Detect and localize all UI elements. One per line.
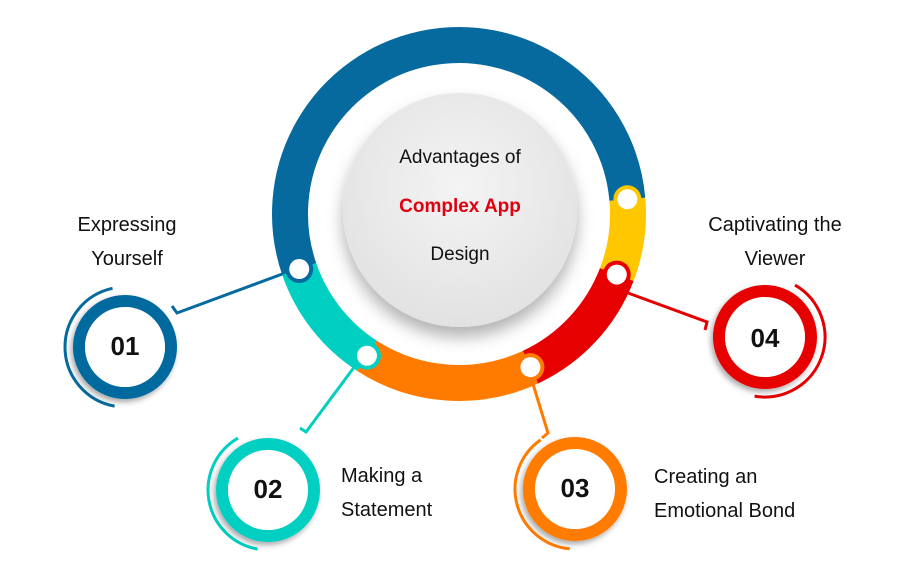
badge-inner <box>725 297 805 377</box>
number-badges <box>63 283 827 551</box>
connector-02 <box>299 365 357 435</box>
item-label-02: Making a Statement <box>341 465 433 521</box>
badge-number-03: 03 <box>560 473 590 503</box>
badge-inner <box>85 307 165 387</box>
badge-03 <box>513 437 627 551</box>
ring-segment-orange <box>357 340 539 401</box>
ring-dots <box>285 185 642 382</box>
badge-outer-arc <box>513 438 570 551</box>
badge-ring <box>523 437 627 541</box>
badge-ring <box>713 285 817 389</box>
item-label-03: Creating an Emotional Bond <box>654 466 796 522</box>
badge-ring <box>216 438 320 542</box>
connector-03 <box>531 383 550 440</box>
badge-outer-arc <box>206 436 258 551</box>
badge-01 <box>63 286 177 408</box>
badge-inner <box>535 449 615 529</box>
ring-segment-blue <box>272 27 646 275</box>
badge-number-02: 02 <box>253 474 283 504</box>
badge-outer-arc <box>754 283 827 399</box>
badge-outer-arc <box>63 286 115 408</box>
badge-number-04: 04 <box>750 323 780 353</box>
connector-01 <box>170 271 286 315</box>
badge-ring <box>73 295 177 399</box>
badge-inner <box>228 450 308 530</box>
center-title-line3: Design <box>430 244 490 265</box>
badge-04 <box>713 283 827 399</box>
center-title-line1: Advantages of <box>399 147 521 168</box>
center-title-highlight: Complex App <box>399 196 521 217</box>
badge-02 <box>206 436 320 551</box>
connector-lines <box>170 271 709 440</box>
ring-segment-teal <box>282 262 378 371</box>
connector-04 <box>627 291 709 331</box>
ring-dot <box>289 259 310 280</box>
ring-dot <box>520 357 541 378</box>
item-label-04: Captivating the Viewer <box>708 214 842 270</box>
ring-segment-red <box>522 267 634 384</box>
center-circle <box>343 93 577 327</box>
badge-number-01: 01 <box>110 331 140 361</box>
ring-dot <box>606 264 627 285</box>
ring-dot <box>617 189 638 210</box>
item-label-01: Expressing Yourself <box>77 214 177 270</box>
ring-dot <box>356 345 377 366</box>
